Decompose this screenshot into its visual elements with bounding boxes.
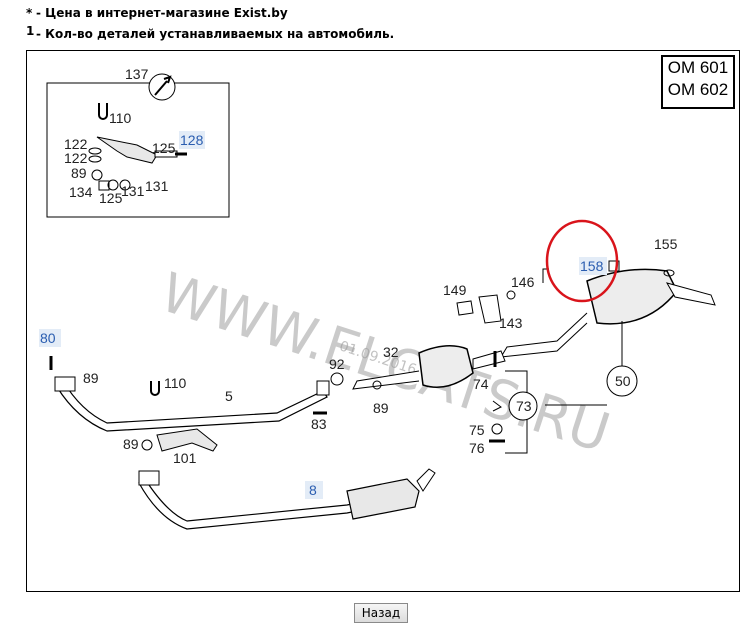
quantity-note-symbol: 1 — [26, 24, 35, 38]
tail-pipe-shape — [665, 282, 716, 306]
quantity-note-text: - Кол-во деталей устанавливаемых на авто… — [36, 27, 395, 41]
front-pipe-shape — [56, 380, 328, 432]
label-101: 101 — [173, 450, 197, 466]
label-50: 50 — [615, 373, 631, 389]
clamp-110-shape — [150, 381, 160, 396]
label-143: 143 — [499, 315, 523, 331]
inset-label-122a: 122 — [64, 136, 88, 152]
label-149: 149 — [443, 282, 467, 298]
exhaust-diagram-svg: 137 110 122 122 89 134 125 125 131 131 1… — [39, 66, 716, 530]
label-75: 75 — [469, 422, 485, 438]
label-83: 83 — [311, 416, 327, 432]
label-89a: 89 — [83, 370, 99, 386]
price-note-text: - Цена в интернет-магазине Exist.by — [36, 6, 288, 20]
label-74: 74 — [473, 376, 489, 392]
inset-label-128: 128 — [180, 132, 204, 148]
engine-codes-box: OM 601 OM 602 — [661, 55, 735, 109]
label-89b: 89 — [373, 400, 389, 416]
label-158: 158 — [580, 258, 604, 274]
inset-frame — [46, 82, 230, 218]
label-89c: 89 — [123, 436, 139, 452]
label-155: 155 — [654, 236, 678, 252]
label-73: 73 — [516, 398, 532, 414]
rear-muffler-shape — [586, 268, 678, 325]
label-92: 92 — [329, 356, 345, 372]
inset-label-134: 134 — [69, 184, 93, 200]
back-button[interactable]: Назад — [354, 603, 408, 623]
inset-label-110: 110 — [109, 110, 132, 126]
label-8: 8 — [309, 482, 317, 498]
middle-silencer-shape — [418, 345, 474, 388]
inset-label-89: 89 — [71, 165, 87, 181]
highlight-oval — [545, 219, 619, 303]
part-158-icon — [608, 260, 620, 272]
inset-label-125b: 125 — [152, 140, 176, 156]
price-note: * - Цена в интернет-магазине Exist.by — [26, 6, 426, 22]
label-5: 5 — [225, 388, 233, 404]
catalyst-shape — [346, 478, 420, 520]
engine-code-2: OM 602 — [667, 80, 729, 99]
catalyst-pipe-shape — [138, 478, 368, 530]
price-note-symbol: * — [26, 6, 33, 20]
parts-diagram: OM 601 OM 602 137 110 122 122 89 134 125… — [26, 50, 740, 592]
label-76: 76 — [469, 440, 485, 456]
bracket-shape — [96, 136, 158, 164]
u-bolt-shape — [98, 103, 108, 120]
label-110: 110 — [164, 375, 187, 391]
inset-label-131b: 131 — [145, 178, 169, 194]
rear-pipe-shape — [500, 312, 588, 358]
inset-label-125a: 125 — [99, 190, 123, 206]
inset-label-122b: 122 — [64, 150, 88, 166]
bracket-101-shape — [156, 428, 218, 452]
label-80: 80 — [40, 330, 56, 346]
inset-callout-label: 137 — [125, 66, 149, 82]
label-32: 32 — [383, 344, 399, 360]
callout-73-circle — [508, 391, 538, 421]
label-146: 146 — [511, 274, 535, 290]
engine-code-1: OM 601 — [667, 58, 729, 77]
callout-50-circle — [606, 365, 638, 397]
inset-label-131a: 131 — [121, 183, 145, 199]
quantity-note: 1 - Кол-во деталей устанавливаемых на ав… — [26, 24, 426, 43]
